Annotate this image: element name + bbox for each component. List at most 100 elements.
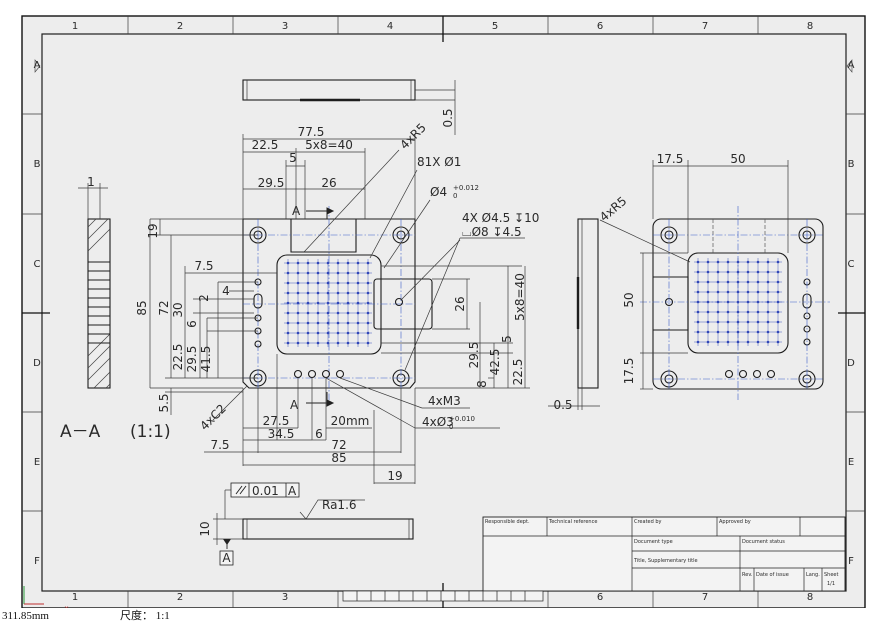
dim-5-5: 5.5 [157,393,171,412]
pin-hole [286,281,290,285]
top-slot [290,219,357,253]
section-body [87,218,111,389]
pin-hole [296,341,300,345]
flatness-value: 0.01 [252,484,279,498]
pin-hole [706,300,710,304]
section-label: A－A [60,422,101,442]
scale-value: 1:1 [155,610,170,622]
pin-hole [356,321,360,325]
bottom-view[interactable]: 0.01 A Ra1.6 10 A [198,482,414,566]
zone-col-1: 1 [72,21,78,32]
zone-row-a-right: A [848,60,855,71]
pin-hole [726,310,730,314]
dim-29-5-v: 29.5 [185,346,199,373]
title-block-frame [482,516,846,592]
pin-hole [346,311,350,315]
pin-hole [716,260,720,264]
title-block[interactable]: Responsible dept. Technical reference Cr… [342,516,846,602]
dim-5-r: 5 [500,335,514,343]
dim-72-v: 72 [157,300,171,315]
tb-responsible-dept: Responsible dept. [485,519,530,525]
pin-hole [356,341,360,345]
pin-hole [316,321,320,325]
side-view[interactable]: 0.5 [548,218,600,412]
dim-top-0-5: 0.5 [441,108,455,127]
pin-hole [716,320,720,324]
pin-hole [726,320,730,324]
dim-4: 4 [222,284,230,298]
pin-hole [316,331,320,335]
dim-right-50-top: 50 [730,152,745,166]
pin-hole [696,280,700,284]
dim-6-v: 6 [185,320,199,328]
pin-hole [736,270,740,274]
front-view[interactable]: A A 77.5 22.5 5x8=40 5 29.5 26 4xR5 81X [135,121,539,484]
pin-hole [746,310,750,314]
pin-hole [336,271,340,275]
tb-title: Title, Supplementary title [633,558,698,564]
pin-hole [756,310,760,314]
dim-5x8-r: 5x8=40 [513,273,527,321]
zone-col-3-bottom: 3 [282,592,288,603]
pin-hole [326,281,330,285]
pin-hole [306,331,310,335]
dim-42-5-r: 42.5 [488,349,502,376]
right-view[interactable]: 17.5 50 4xR5 50 17.5 [597,152,830,400]
dim-right-17-5-top: 17.5 [657,152,684,166]
zone-col-6-bottom: 6 [597,592,603,603]
zone-col-2-bottom: 2 [177,592,183,603]
zone-row-f-right: F [848,556,854,567]
pin-hole [776,280,780,284]
pin-hole [336,281,340,285]
tol-d4-lower: 0 [453,192,457,200]
pin-hole [366,281,370,285]
pin-hole [706,320,710,324]
top-view[interactable]: 0.5 [242,79,456,135]
pin-hole [336,331,340,335]
section-view[interactable]: 1 A－A (1:1) [60,175,171,442]
pin-hole [286,341,290,345]
pin-hole [726,260,730,264]
dim-bottom-10: 10 [198,521,212,536]
pin-hole [766,340,770,344]
pin-hole [356,291,360,295]
scale-label: 尺度： [120,610,153,622]
pin-hole [766,290,770,294]
zone-col-7: 7 [702,21,708,32]
dim-26-top: 26 [321,176,336,190]
pin-hole [766,280,770,284]
pin-hole [726,280,730,284]
pin-hole [336,291,340,295]
pin-hole [286,271,290,275]
pin-hole [746,280,750,284]
dim-19-b: 19 [387,469,402,483]
pin-hole [766,320,770,324]
pin-hole [746,330,750,334]
pin-hole [746,290,750,294]
cursor-coordinate: 311.85mm [2,610,49,622]
pin-hole [776,310,780,314]
pin-hole [366,261,370,265]
zone-row-b-right: B [848,159,855,170]
pin-hole [696,310,700,314]
tb-created-by: Created by [634,519,662,525]
front-pin-grid [284,259,372,347]
pin-hole [306,271,310,275]
pin-hole [286,301,290,305]
section-hatching [87,218,111,389]
pin-hole [366,331,370,335]
pin-hole [746,270,750,274]
zone-row-c-right: C [848,259,855,270]
dim-right-50-v: 50 [622,292,636,307]
section-letter-bottom: A [290,398,299,412]
dim-72-b: 72 [331,438,346,452]
pin-hole [756,340,760,344]
tb-rev: Rev. [742,572,753,578]
pin-hole [696,290,700,294]
zone-row-e: E [34,457,40,468]
pin-hole [306,321,310,325]
pin-hole [706,340,710,344]
pin-hole [306,261,310,265]
pin-hole [716,290,720,294]
